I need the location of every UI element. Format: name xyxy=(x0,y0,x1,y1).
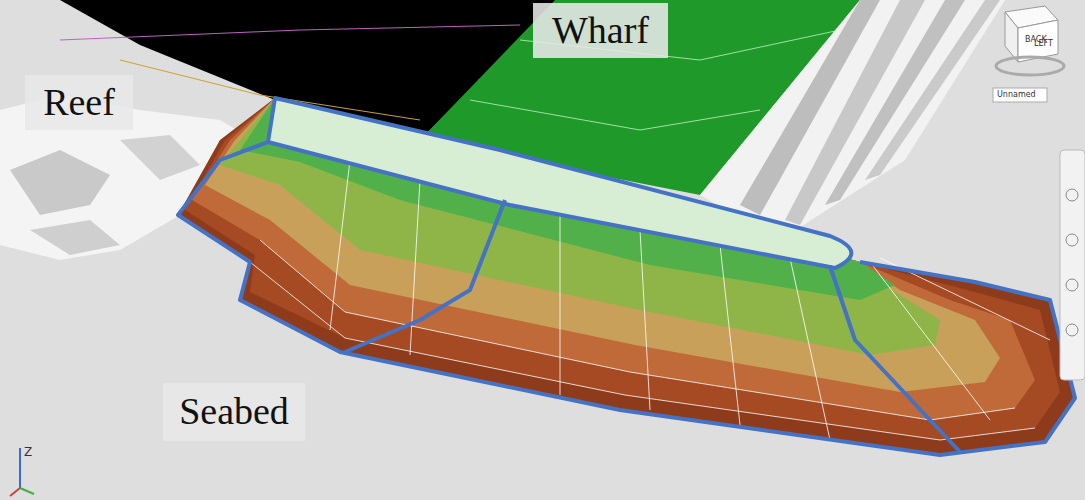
ui-label: Z xyxy=(24,446,32,458)
label-text: Wharf xyxy=(552,10,649,52)
label-box: Wharf xyxy=(533,3,668,58)
label-text: Seabed xyxy=(179,391,289,433)
label-box: Reef xyxy=(25,75,133,130)
ui-label: Unnamed xyxy=(997,91,1036,99)
ui-label: LEFT xyxy=(1034,40,1053,48)
label-box: Seabed xyxy=(163,383,305,441)
label-text: Reef xyxy=(43,82,115,124)
